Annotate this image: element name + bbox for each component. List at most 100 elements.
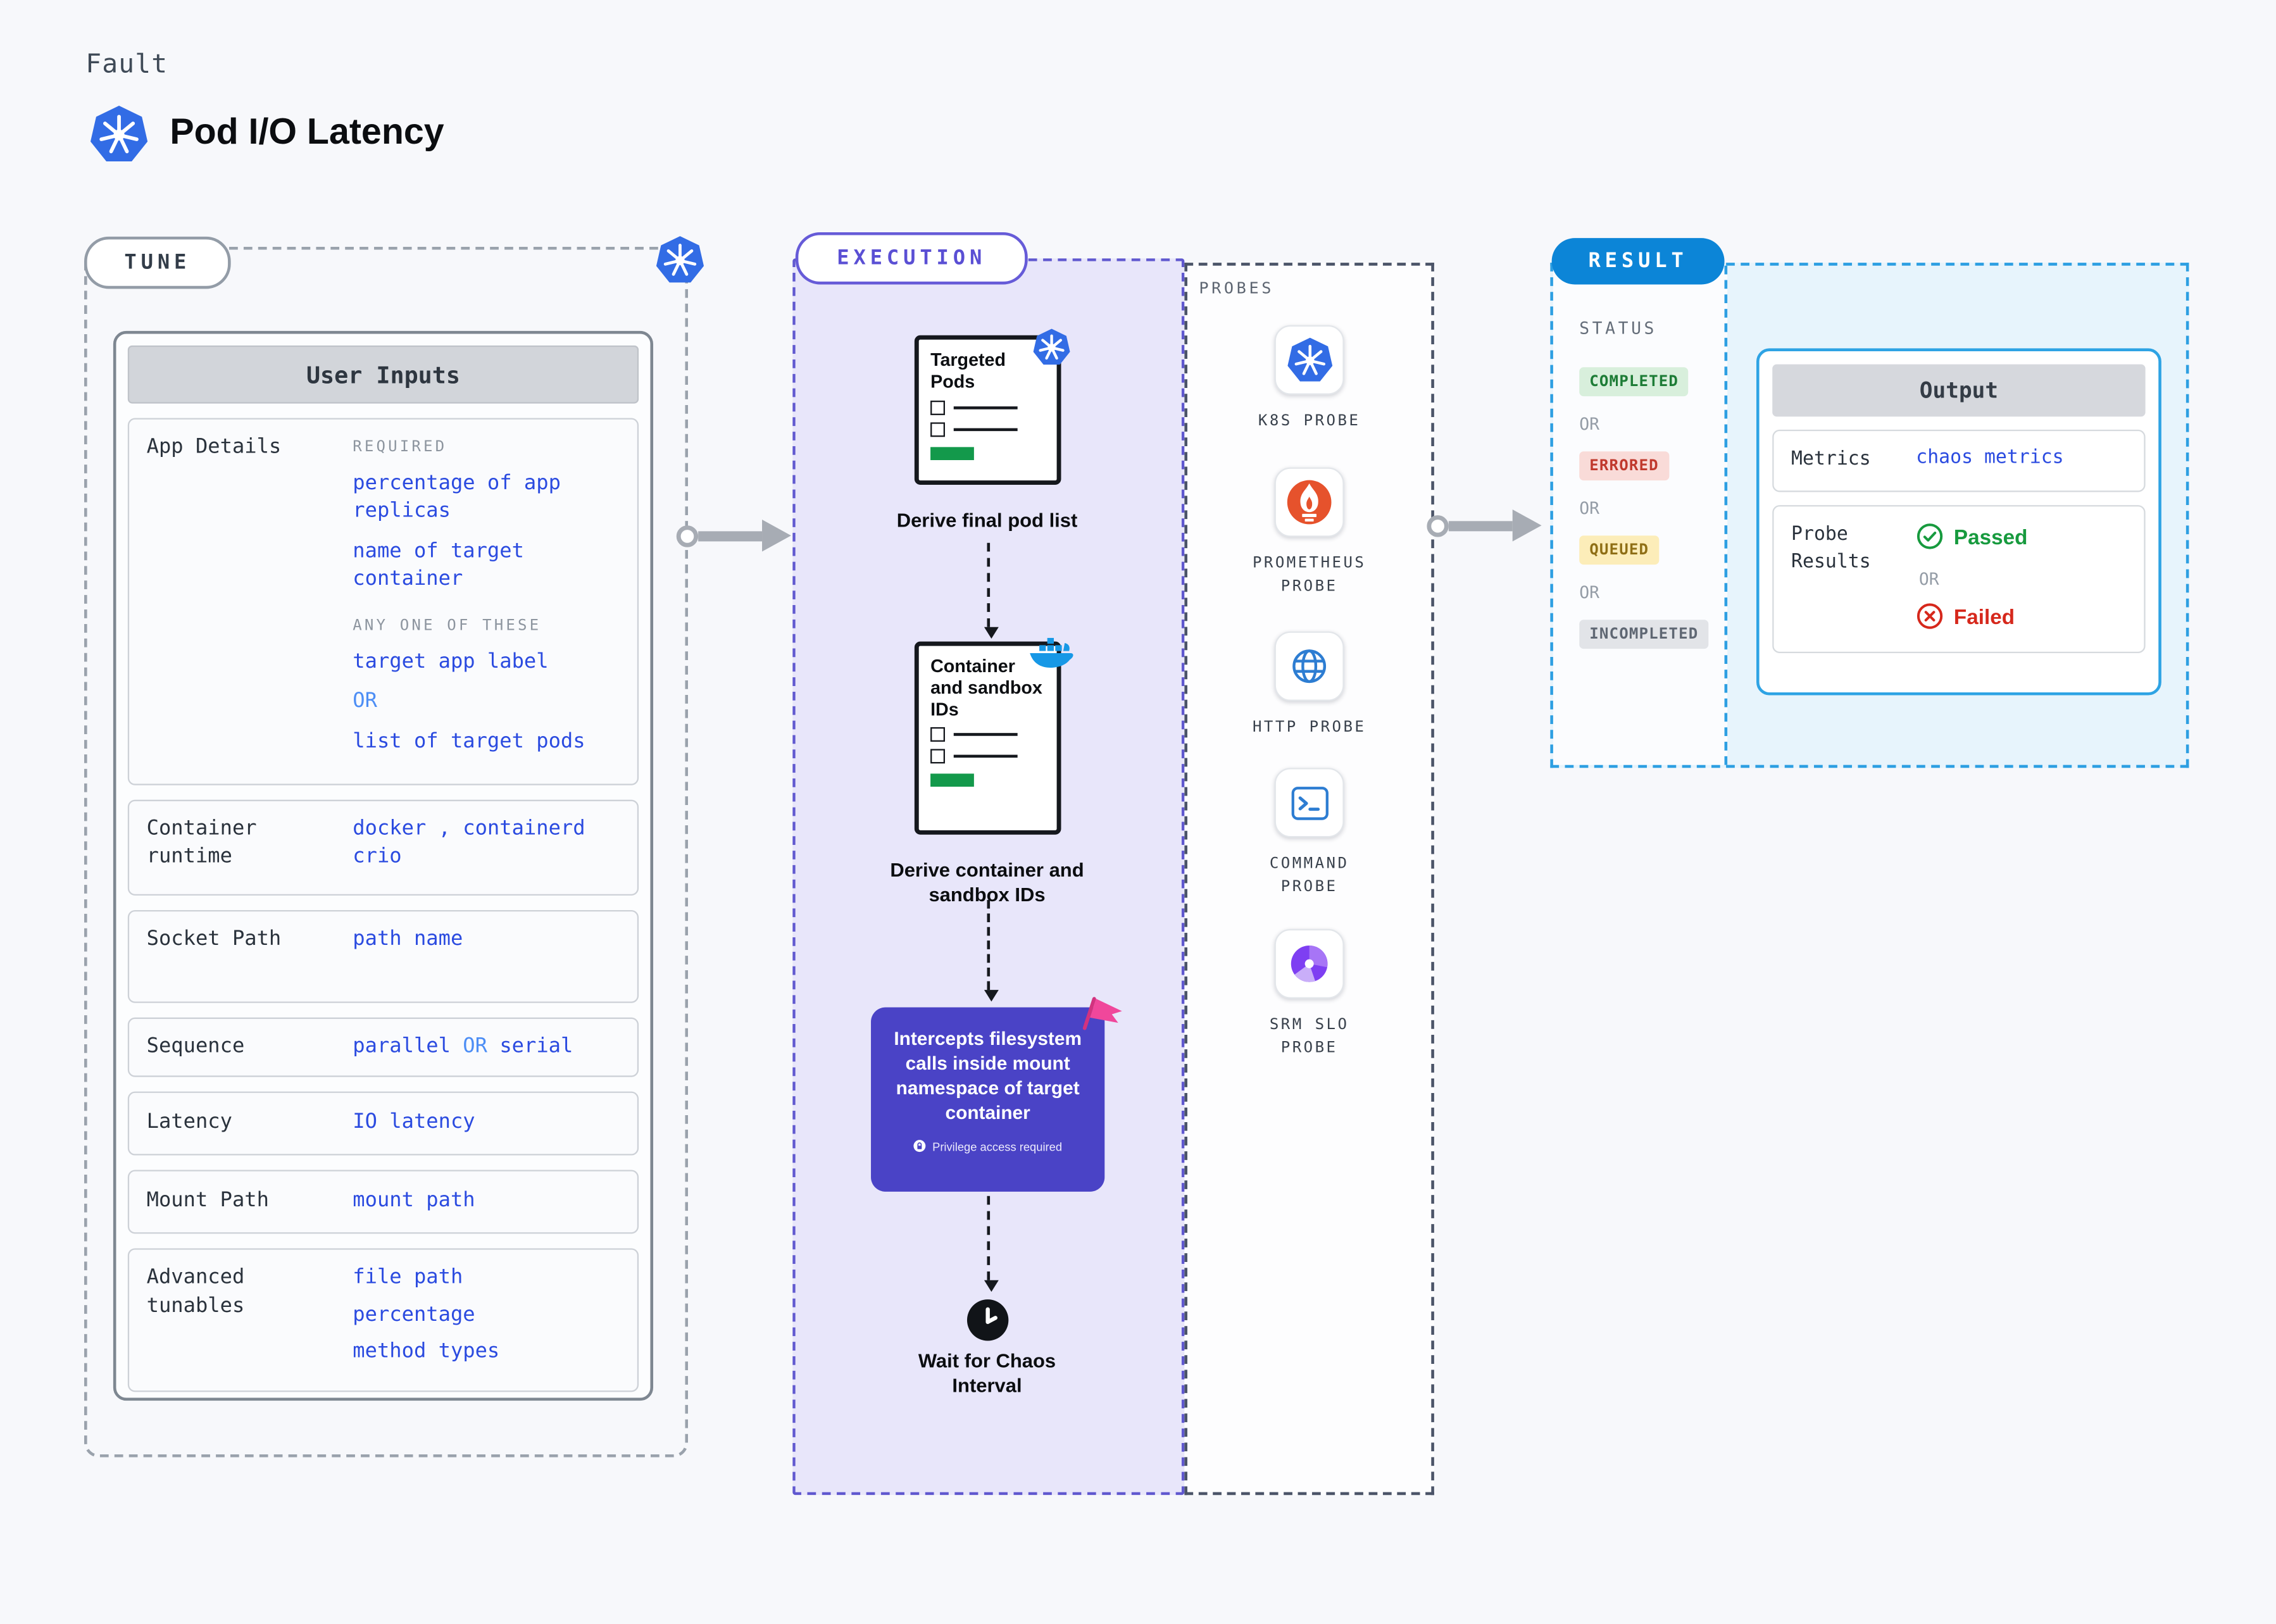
checkbox-row [930, 749, 1045, 764]
any-one-heading: ANY ONE OF THESE [353, 616, 542, 635]
fault-kicker: Fault [85, 49, 168, 80]
advanced-tunables-row: Advanced tunables file path percentage m… [127, 1248, 639, 1392]
checkbox-row [930, 727, 1045, 742]
socket-path-row: Socket Path path name [127, 909, 639, 1003]
metrics-row: Metrics chaos metrics [1772, 429, 2146, 492]
probe-label: HTTP PROBE [1252, 718, 1366, 736]
latency-row: Latency IO latency [127, 1091, 639, 1156]
probe-k8s: K8S PROBE [1184, 325, 1434, 434]
globe-icon [1274, 631, 1344, 701]
container-runtime-label: Container runtime [146, 816, 257, 868]
checkbox-row [930, 422, 1045, 437]
status-badge-completed: COMPLETED [1579, 367, 1689, 397]
probes-heading: PROBES [1199, 278, 1275, 298]
or-token: OR [1579, 497, 1600, 518]
any-item: target app label [353, 649, 549, 673]
required-item: percentage of app replicas [353, 471, 561, 523]
sequence-label: Sequence [146, 1034, 245, 1058]
required-item: name of target container [353, 539, 524, 592]
app-details-label: App Details [146, 435, 282, 459]
flow-arrow-tune-to-execution [676, 520, 791, 552]
probe-results-label: Probe Results [1791, 523, 1871, 573]
progress-bar [930, 773, 974, 787]
output-title: Output [1772, 364, 2146, 417]
sequence-row: Sequence parallel OR serial [127, 1016, 639, 1077]
probe-command: COMMAND PROBE [1184, 768, 1434, 899]
or-token: OR [1579, 582, 1600, 603]
advanced-item: percentage [353, 1302, 475, 1327]
mount-path-value: mount path [353, 1189, 475, 1213]
probe-label: PROMETHEUS PROBE [1252, 554, 1366, 595]
srm-slo-icon [1274, 928, 1344, 999]
docker-icon [1028, 636, 1076, 671]
flag-icon [1077, 993, 1127, 1042]
socket-path-value: path name [353, 927, 463, 951]
page-title: Pod I/O Latency [170, 111, 444, 153]
advanced-item: method types [353, 1340, 500, 1364]
status-heading: STATUS [1579, 318, 1658, 339]
container-ids-document-icon: Container and sandbox IDs [914, 641, 1061, 835]
flow-arrow-execution-to-result [1427, 509, 1542, 542]
prometheus-icon [1274, 467, 1344, 537]
failed-text: Failed [1953, 607, 2015, 631]
socket-path-label: Socket Path [146, 927, 282, 951]
x-circle-icon [1916, 602, 1944, 635]
or-token: OR [1579, 413, 1600, 434]
status-panel: STATUS COMPLETED OR ERRORED OR QUEUED OR… [1553, 265, 1728, 765]
privilege-badge-text: Privilege access required [932, 1140, 1063, 1154]
output-panel: Output Metrics chaos metrics Probe Resul… [1756, 348, 2161, 696]
required-heading: REQUIRED [353, 438, 447, 456]
privilege-badge: Privilege access required [885, 1139, 1090, 1157]
status-badge-incompleted: INCOMPLETED [1579, 620, 1709, 649]
kubernetes-icon [1274, 325, 1344, 395]
doc-title: Targeted Pods [930, 349, 1006, 392]
probe-label: SRM SLO PROBE [1269, 1016, 1349, 1057]
sequence-value: serial [499, 1034, 573, 1058]
probe-srm-slo: SRM SLO PROBE [1184, 928, 1434, 1061]
passed-text: Passed [1953, 527, 2028, 551]
result-label: RESULT [1551, 238, 1725, 285]
kubernetes-icon [1032, 328, 1072, 367]
runtime-values: crio [353, 845, 402, 868]
step-caption: Derive final pod list [896, 509, 1078, 532]
kubernetes-icon [654, 235, 705, 286]
probe-http: HTTP PROBE [1184, 631, 1434, 740]
user-inputs-title: User Inputs [127, 345, 639, 404]
app-details-row: App Details REQUIRED percentage of app r… [127, 418, 639, 785]
mount-path-label: Mount Path [146, 1189, 269, 1213]
intercept-step-card: Intercepts filesystem calls inside mount… [871, 1007, 1105, 1192]
step-caption: Derive container and sandbox IDs [890, 859, 1084, 906]
clock-icon [965, 1297, 1010, 1342]
mount-path-row: Mount Path mount path [127, 1170, 639, 1234]
flow-connector [984, 542, 999, 639]
intercept-text: Intercepts filesystem calls inside mount… [894, 1027, 1082, 1125]
latency-value: IO latency [353, 1111, 475, 1134]
probe-label: K8S PROBE [1258, 412, 1361, 430]
lock-icon [913, 1139, 927, 1157]
terminal-icon [1274, 768, 1344, 838]
status-badge-queued: QUEUED [1579, 535, 1660, 565]
flow-connector [984, 899, 999, 1002]
probe-label: COMMAND PROBE [1269, 854, 1349, 896]
or-token: OR [1918, 568, 1939, 589]
doc-title: Container and sandbox IDs [930, 656, 1042, 720]
progress-bar [930, 446, 974, 459]
sequence-value: parallel [353, 1034, 451, 1058]
metrics-label: Metrics [1791, 448, 1871, 471]
check-circle-icon [1916, 522, 1944, 556]
advanced-tunables-label: Advanced tunables [146, 1266, 245, 1318]
probe-results-row: Probe Results Passed OR [1772, 504, 2146, 653]
execution-label: EXECUTION [795, 232, 1028, 285]
status-badge-errored: ERRORED [1579, 451, 1669, 481]
or-token: OR [463, 1034, 487, 1058]
user-inputs-panel: User Inputs App Details REQUIRED percent… [113, 330, 654, 1401]
flow-connector [984, 1196, 999, 1292]
step-caption: Wait for Chaos Interval [918, 1349, 1056, 1396]
any-item: list of target pods [353, 730, 585, 754]
metrics-value: chaos metrics [1916, 447, 2064, 469]
latency-label: Latency [146, 1111, 232, 1134]
kubernetes-icon [89, 104, 149, 165]
or-token: OR [353, 690, 377, 713]
checkbox-row [930, 399, 1045, 415]
